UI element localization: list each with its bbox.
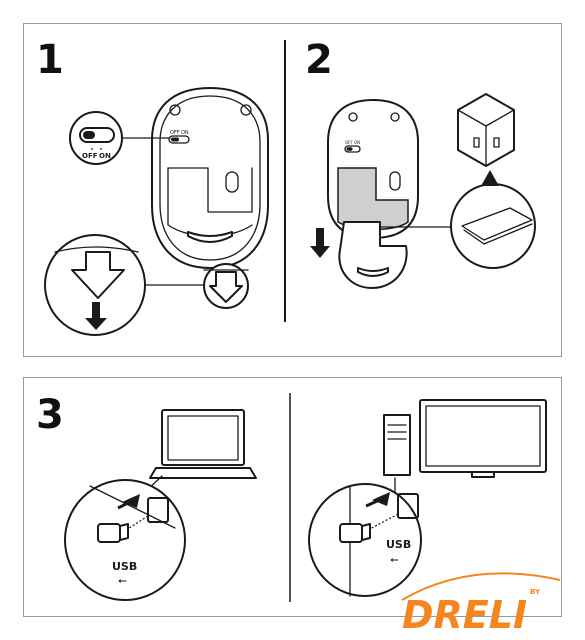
laptop-usb-zoom: USB ⭠ bbox=[64, 475, 186, 601]
watermark-by: BY bbox=[530, 588, 541, 596]
mouse-switch-label-off: OFF bbox=[170, 130, 180, 136]
step-1-mouse-bottom: OFF ON bbox=[151, 87, 269, 269]
switch-label-off: OFF bbox=[82, 152, 98, 160]
usb-symbol-icon-2: ⭠ bbox=[390, 553, 399, 566]
mouse2-switch-label-on: ON bbox=[354, 140, 360, 145]
desktop-monitor-illustration bbox=[383, 399, 547, 478]
switch-label-on: ON bbox=[99, 152, 111, 160]
power-switch-zoom: OFF ON bbox=[69, 111, 171, 165]
desktop-usb-zoom: USB ⭠ bbox=[308, 477, 422, 597]
mouse2-switch-label-off: OFF bbox=[345, 140, 353, 145]
usb-label-laptop: USB bbox=[112, 560, 137, 573]
dreli-watermark-logo: DRELI BY bbox=[401, 572, 561, 637]
step-2-mouse-open: OFF ON bbox=[310, 99, 419, 289]
cover-release-zoom bbox=[44, 234, 249, 336]
mouse-switch-label-on: ON bbox=[181, 130, 189, 136]
laptop-illustration bbox=[149, 409, 257, 479]
watermark-brand: DRELI bbox=[402, 593, 527, 637]
usb-symbol-icon: ⭠ bbox=[118, 574, 127, 587]
step-number-1: 1 bbox=[36, 37, 64, 83]
nano-receiver-storage-zoom bbox=[379, 93, 536, 269]
step-number-3: 3 bbox=[36, 392, 64, 438]
usb-label-desktop: USB bbox=[386, 538, 411, 551]
step-number-2: 2 bbox=[305, 37, 333, 83]
